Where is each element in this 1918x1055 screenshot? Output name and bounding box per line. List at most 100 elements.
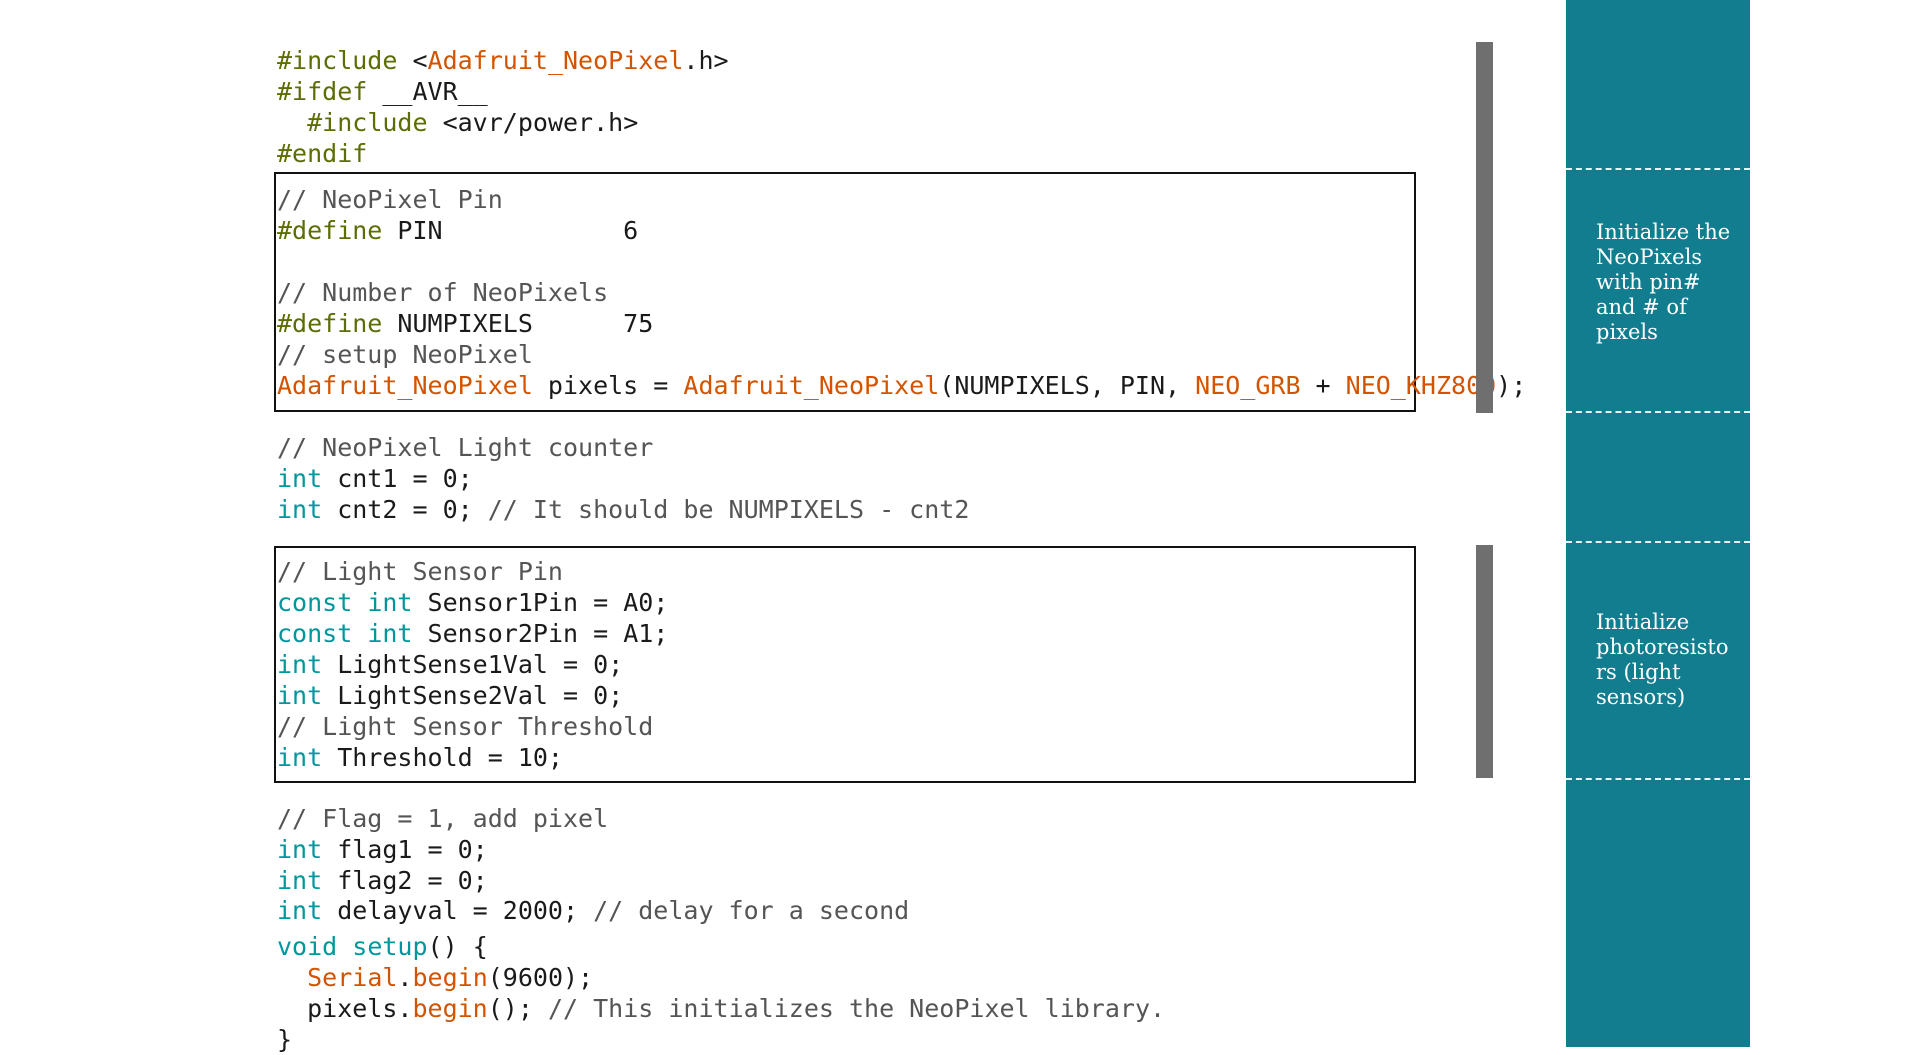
keyword-token: int: [367, 588, 413, 617]
code-text-token: Sensor1Pin = A0;: [412, 588, 669, 617]
library-token: NEO_GRB: [1195, 371, 1301, 400]
divider: [1566, 411, 1750, 413]
code-text-token: [337, 932, 352, 961]
comment-token: // delay for a second: [593, 896, 910, 925]
code-line: int LightSense2Val = 0;: [277, 681, 623, 711]
annotation-neopixel-init: Initialize the NeoPixels with pin# and #…: [1596, 220, 1731, 344]
code-line: const int Sensor1Pin = A0;: [277, 588, 668, 618]
code-text-token: <avr/power.h>: [427, 108, 639, 137]
divider: [1566, 168, 1750, 170]
comment-token: // This initializes the NeoPixel library…: [547, 994, 1166, 1023]
code-line: // Flag = 1, add pixel: [277, 804, 608, 834]
comment-token: // Number of NeoPixels: [277, 278, 609, 307]
library-token: begin: [412, 994, 488, 1023]
preprocessor-token: #define: [277, 216, 383, 245]
code-text-token: .: [397, 963, 413, 992]
library-token: Serial: [307, 963, 398, 992]
keyword-token: int: [277, 896, 323, 925]
code-line: #ifdef __AVR__: [277, 77, 488, 107]
code-line: // NeoPixel Pin: [277, 185, 503, 215]
code-text-token: pixels =: [532, 371, 684, 400]
keyword-token: int: [277, 835, 323, 864]
code-line: void setup() {: [277, 932, 488, 962]
keyword-token: int: [277, 681, 323, 710]
light-sensor-init-box: [274, 546, 1416, 783]
comment-token: // Light Sensor Pin: [277, 557, 563, 586]
code-line: int delayval = 2000; // delay for a seco…: [277, 896, 909, 926]
keyword-token: const: [277, 619, 353, 648]
section-marker-bar-sensor: [1476, 545, 1493, 778]
divider: [1566, 541, 1750, 543]
code-line: Adafruit_NeoPixel pixels = Adafruit_NeoP…: [277, 371, 1526, 401]
annotation-panel: Initialize the NeoPixels with pin# and #…: [1566, 0, 1750, 1047]
code-text-token: }: [277, 1025, 293, 1054]
keyword-token: int: [277, 495, 323, 524]
keyword-token: int: [277, 866, 323, 895]
library-token: Adafruit_NeoPixel: [277, 371, 533, 400]
code-line: // NeoPixel Light counter: [277, 433, 653, 463]
preprocessor-token: #endif: [277, 139, 368, 168]
code-text-token: flag2 = 0;: [322, 866, 488, 895]
code-line: int LightSense1Val = 0;: [277, 650, 623, 680]
code-text-token: Sensor2Pin = A1;: [412, 619, 669, 648]
code-text-token: .h>: [683, 46, 729, 75]
code-text-token: __AVR__: [367, 77, 488, 106]
code-text-token: Threshold = 10;: [322, 743, 563, 772]
code-line: #endif: [277, 139, 367, 169]
code-line: // Light Sensor Pin: [277, 557, 563, 587]
code-text-token: +: [1300, 371, 1346, 400]
library-token: begin: [412, 963, 488, 992]
code-line: // setup NeoPixel: [277, 340, 533, 370]
section-marker-bar-neopixel: [1476, 42, 1493, 413]
comment-token: // NeoPixel Pin: [277, 185, 503, 214]
code-text-token: ();: [487, 994, 548, 1023]
divider: [1566, 778, 1750, 780]
preprocessor-token: #define: [277, 309, 383, 338]
code-text-token: [352, 588, 367, 617]
keyword-token: int: [367, 619, 413, 648]
code-text-token: cnt1 = 0;: [322, 464, 473, 493]
code-text-token: (9600);: [487, 963, 594, 992]
code-line: pixels.begin(); // This initializes the …: [277, 994, 1165, 1024]
library-token: NEO_KHZ800: [1345, 371, 1497, 400]
code-text-token: cnt2 = 0;: [322, 495, 488, 524]
code-line: #define NUMPIXELS 75: [277, 309, 653, 339]
code-line: Serial.begin(9600);: [277, 963, 593, 993]
keyword-token: int: [277, 464, 323, 493]
code-text-token: LightSense1Val = 0;: [322, 650, 624, 679]
code-line: #include <avr/power.h>: [277, 108, 638, 138]
code-line: const int Sensor2Pin = A1;: [277, 619, 668, 649]
code-line: #include <Adafruit_NeoPixel.h>: [277, 46, 729, 76]
library-token: Adafruit_NeoPixel: [427, 46, 684, 75]
code-line: int flag2 = 0;: [277, 866, 488, 896]
neopixel-init-box: [274, 172, 1416, 412]
keyword-token: void: [277, 932, 338, 961]
keyword-token: int: [277, 743, 323, 772]
code-line: // Number of NeoPixels: [277, 278, 608, 308]
keyword-token: setup: [352, 932, 428, 961]
code-text-token: [352, 619, 367, 648]
code-text-token: pixels.: [277, 994, 413, 1023]
code-line: int cnt1 = 0;: [277, 464, 473, 494]
comment-token: // setup NeoPixel: [277, 340, 533, 369]
code-line: // Light Sensor Threshold: [277, 712, 653, 742]
code-text-token: () {: [427, 932, 488, 961]
comment-token: // It should be NUMPIXELS - cnt2: [487, 495, 970, 524]
code-line: int cnt2 = 0; // It should be NUMPIXELS …: [277, 495, 969, 525]
code-text-token: delayval = 2000;: [322, 896, 594, 925]
library-token: Adafruit_NeoPixel: [683, 371, 940, 400]
code-text-token: [277, 108, 307, 137]
code-line: }: [277, 1025, 292, 1055]
code-text-token: flag1 = 0;: [322, 835, 488, 864]
annotation-sensor-init: Initialize photoresisto rs (light sensor…: [1596, 610, 1729, 709]
keyword-token: int: [277, 650, 323, 679]
preprocessor-token: #ifdef: [277, 77, 368, 106]
code-text-token: [277, 963, 307, 992]
code-line: int Threshold = 10;: [277, 743, 563, 773]
preprocessor-token: #include: [277, 46, 398, 75]
code-line: int flag1 = 0;: [277, 835, 488, 865]
code-text-token: NUMPIXELS 75: [382, 309, 654, 338]
keyword-token: const: [277, 588, 353, 617]
preprocessor-token: #include: [307, 108, 428, 137]
